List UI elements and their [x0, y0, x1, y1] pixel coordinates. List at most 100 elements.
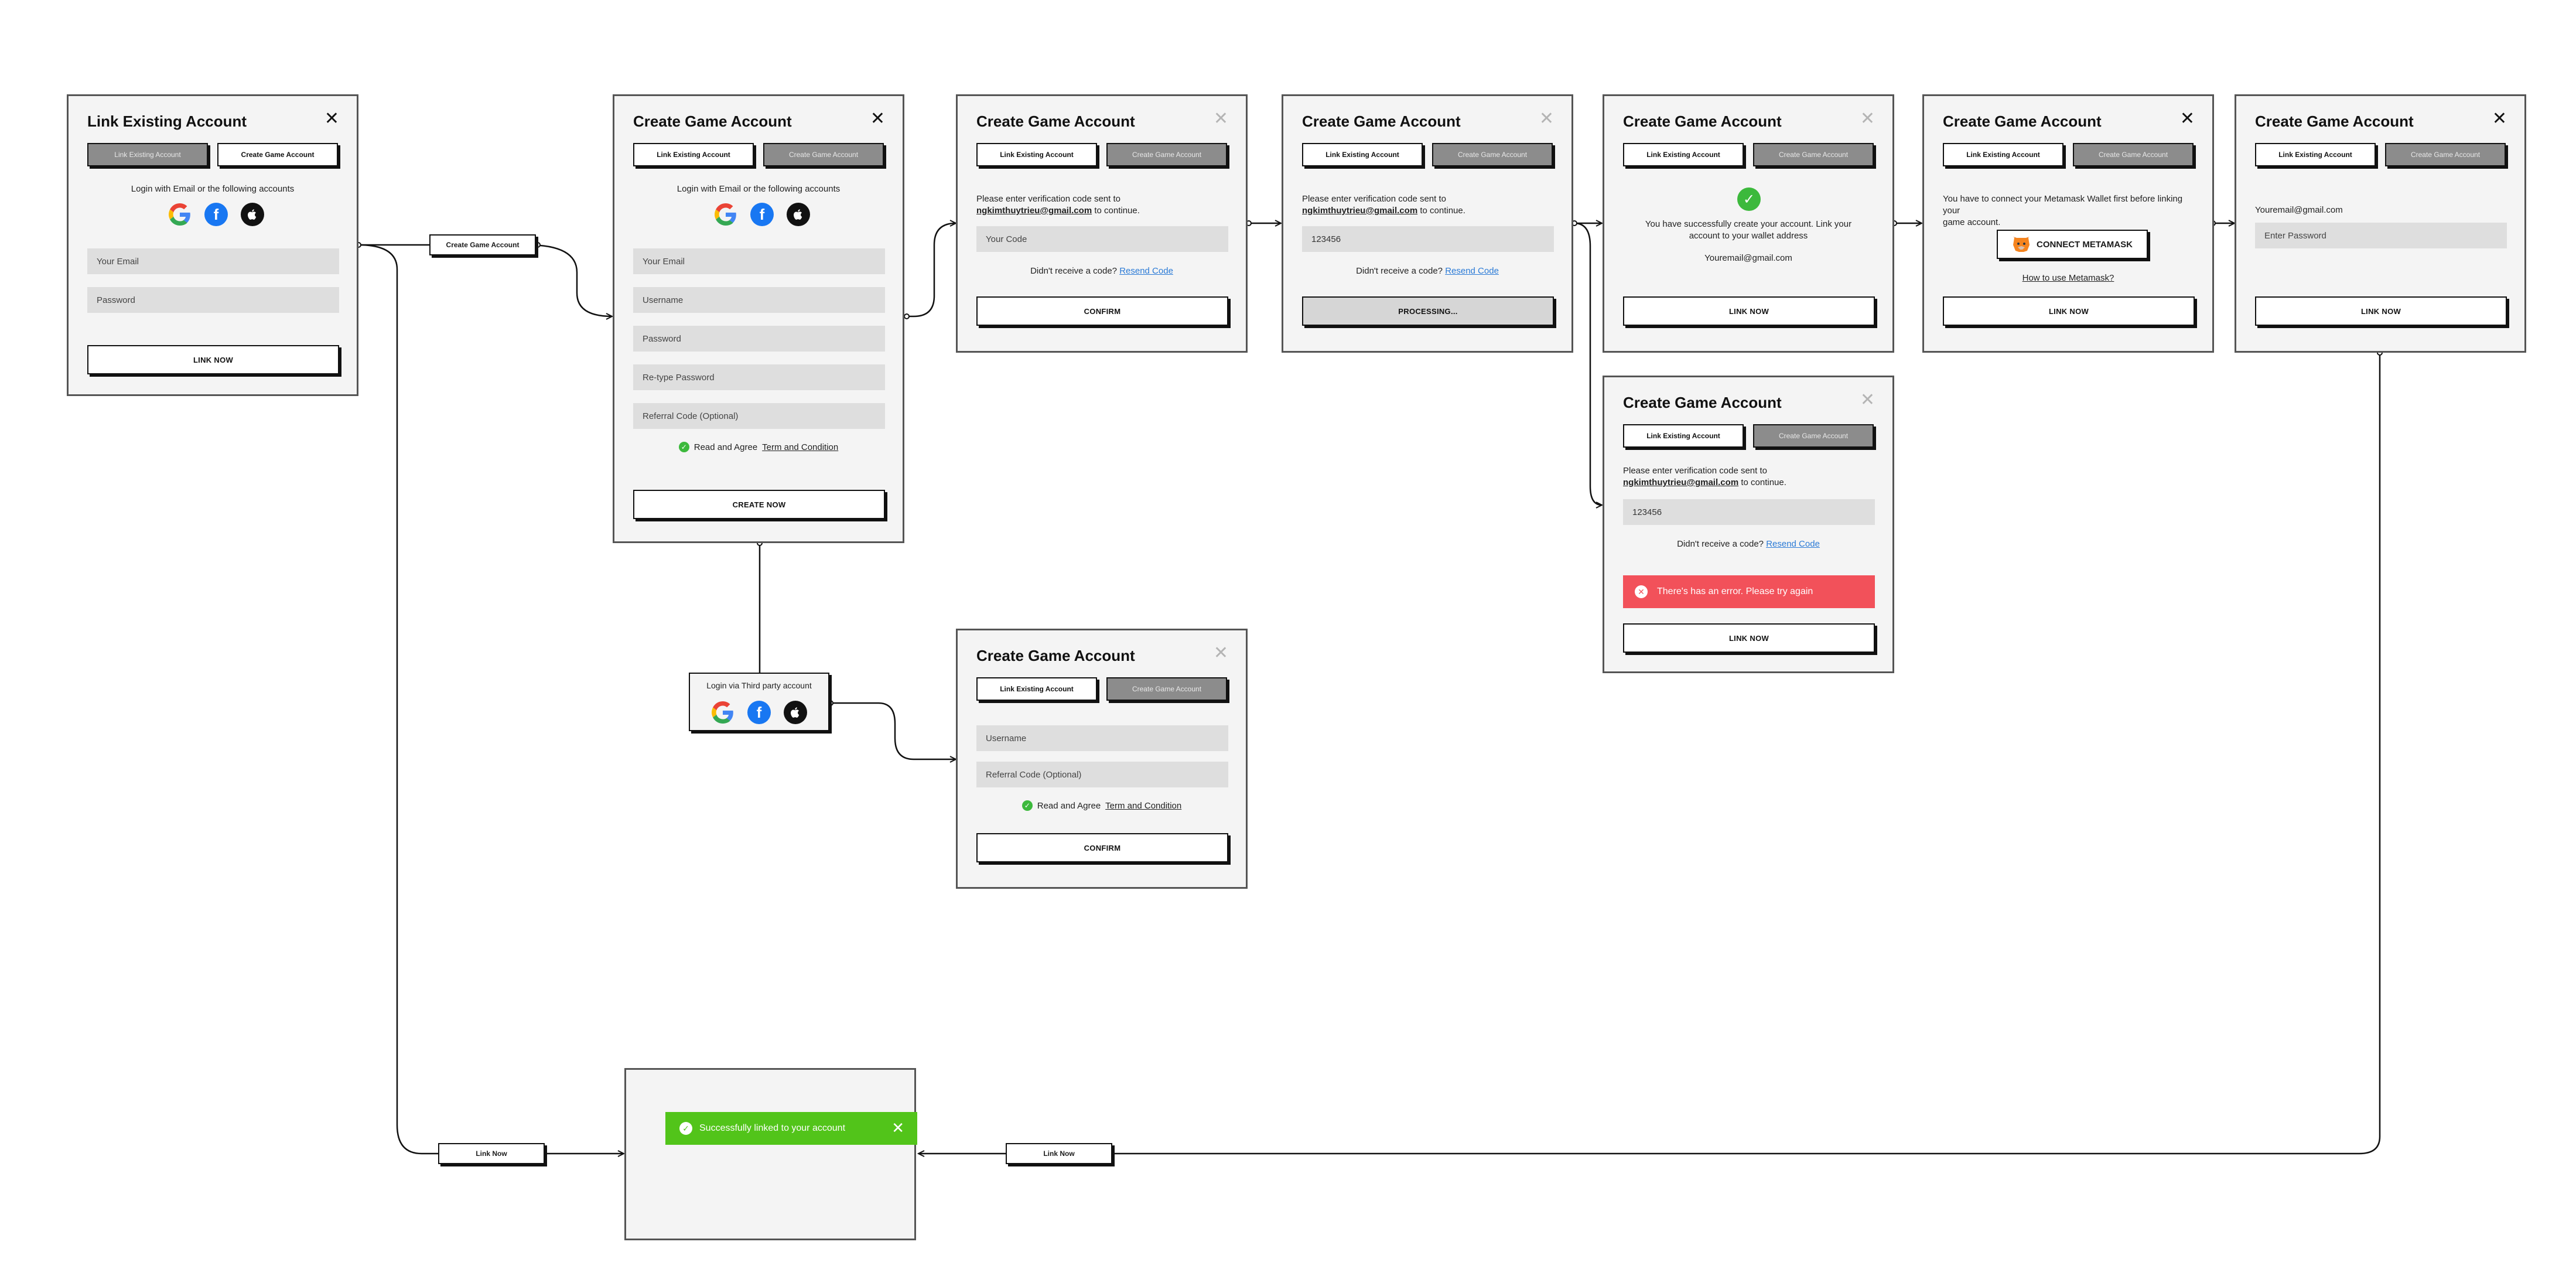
terms-agree[interactable]: ✓ Read and Agree Term and Condition [958, 800, 1246, 811]
dialog-third-party-form: Create Game Account ✕ Link Existing Acco… [956, 629, 1248, 889]
code-field[interactable] [976, 226, 1228, 252]
dialog-enter-password: Create Game Account ✕ Link Existing Acco… [2235, 94, 2526, 353]
link-now-button[interactable]: LINK NOW [2255, 296, 2507, 326]
dialog-title: Create Game Account [976, 647, 1135, 664]
read-agree-text: Read and Agree [1037, 800, 1101, 811]
username-field[interactable] [633, 287, 885, 313]
tab-create-game[interactable]: Create Game Account [763, 143, 884, 166]
terms-agree[interactable]: ✓ Read and Agree Term and Condition [614, 442, 903, 452]
tab-bar: Link Existing Account Create Game Accoun… [633, 143, 885, 168]
tab-bar: Link Existing Account Create Game Accoun… [1623, 424, 1875, 449]
close-icon[interactable]: ✕ [870, 109, 885, 128]
dialog-title: Create Game Account [976, 112, 1135, 130]
confirm-button[interactable]: CONFIRM [976, 833, 1228, 862]
close-icon[interactable]: ✕ [891, 1119, 904, 1137]
how-to-metamask-link[interactable]: How to use Metamask? [2022, 273, 2114, 283]
login-with-text: Login with Email or the following accoun… [677, 184, 841, 194]
tab-create-game[interactable]: Create Game Account [1432, 143, 1553, 166]
close-icon[interactable]: ✕ [1539, 109, 1554, 128]
apple-icon[interactable] [787, 203, 810, 226]
tab-create-game[interactable]: Create Game Account [2385, 143, 2506, 166]
link-now-button[interactable]: LINK NOW [1623, 296, 1875, 326]
google-icon[interactable] [711, 701, 734, 724]
verify-instructions: Please enter verification code sent to n… [976, 194, 1140, 216]
password-field[interactable] [633, 326, 885, 352]
connector-link-to-toast [358, 244, 624, 1154]
tab-link-existing[interactable]: Link Existing Account [1302, 143, 1423, 166]
tab-link-existing[interactable]: Link Existing Account [87, 143, 208, 166]
referral-code-field[interactable] [633, 403, 885, 429]
apple-icon[interactable] [241, 203, 264, 226]
tab-bar: Link Existing Account Create Game Accoun… [87, 143, 339, 168]
panel-link-success: ✓ Successfully linked to your account ✕ [624, 1068, 917, 1240]
confirm-button[interactable]: CONFIRM [976, 296, 1228, 326]
email-field[interactable] [633, 248, 885, 274]
tab-link-existing[interactable]: Link Existing Account [1623, 424, 1744, 448]
error-icon: ✕ [1635, 585, 1648, 598]
link-now-button[interactable]: LINK NOW [87, 345, 339, 374]
code-field[interactable] [1302, 226, 1554, 252]
resend-code-link[interactable]: Resend Code [1766, 539, 1820, 549]
tab-create-game[interactable]: Create Game Account [2073, 143, 2194, 166]
close-icon[interactable]: ✕ [2179, 109, 2195, 128]
terms-link[interactable]: Term and Condition [762, 442, 839, 452]
create-now-button[interactable]: CREATE NOW [633, 490, 885, 519]
dialog-title: Create Game Account [2255, 112, 2414, 130]
terms-link[interactable]: Term and Condition [1105, 800, 1182, 811]
code-field[interactable] [1623, 499, 1875, 525]
password-field[interactable] [87, 287, 339, 313]
password-field[interactable] [2255, 223, 2507, 248]
dialog-processing: Create Game Account ✕ Link Existing Acco… [1282, 94, 1573, 353]
facebook-icon[interactable]: f [750, 203, 774, 226]
close-icon[interactable]: ✕ [1860, 109, 1875, 128]
dialog-title: Link Existing Account [87, 112, 247, 130]
resend-row: Didn't receive a code? Resend Code [1677, 539, 1820, 549]
apple-icon[interactable] [784, 701, 807, 724]
toast-message: Successfully linked to your account [699, 1123, 846, 1133]
username-field[interactable] [976, 725, 1228, 751]
facebook-icon[interactable]: f [204, 203, 228, 226]
tab-link-existing[interactable]: Link Existing Account [976, 677, 1097, 701]
connect-metamask-button[interactable]: CONNECT METAMASK [1997, 230, 2148, 259]
tab-create-game[interactable]: Create Game Account [1753, 143, 1874, 166]
email-field[interactable] [87, 248, 339, 274]
referral-code-field[interactable] [976, 762, 1228, 787]
tab-link-existing[interactable]: Link Existing Account [1943, 143, 2063, 166]
google-icon[interactable] [714, 203, 737, 226]
account-email: Youremail@gmail.com [1704, 253, 1792, 263]
link-now-button[interactable]: LINK NOW [1943, 296, 2195, 326]
close-icon[interactable]: ✕ [1860, 390, 1875, 410]
flow-label-link-now-left: Link Now [438, 1143, 545, 1164]
close-icon[interactable]: ✕ [1213, 643, 1228, 663]
metamask-instructions: You have to connect your Metamask Wallet… [1943, 194, 2183, 227]
resend-code-link[interactable]: Resend Code [1119, 266, 1173, 276]
resend-code-link[interactable]: Resend Code [1445, 266, 1499, 276]
dialog-create-form: Create Game Account ✕ Link Existing Acco… [613, 94, 904, 543]
third-party-login-panel: Login via Third party account f [689, 673, 829, 731]
close-icon[interactable]: ✕ [2492, 109, 2507, 128]
check-icon: ✓ [679, 1122, 692, 1135]
dialog-verify: Create Game Account ✕ Link Existing Acco… [956, 94, 1248, 353]
error-message: There's has an error. Please try again [1657, 586, 1813, 596]
resend-row: Didn't receive a code? Resend Code [1030, 266, 1173, 276]
tab-link-existing[interactable]: Link Existing Account [976, 143, 1097, 166]
tab-create-game[interactable]: Create Game Account [1753, 424, 1874, 448]
tab-link-existing[interactable]: Link Existing Account [1623, 143, 1744, 166]
social-login-row: f [714, 203, 810, 226]
tab-link-existing[interactable]: Link Existing Account [633, 143, 754, 166]
google-icon[interactable] [168, 203, 192, 226]
tab-create-game[interactable]: Create Game Account [1106, 143, 1227, 166]
connector-processing-to-error [1574, 222, 1602, 505]
success-check-icon: ✓ [1737, 187, 1761, 211]
tab-bar: Link Existing Account Create Game Accoun… [1302, 143, 1554, 168]
tab-link-existing[interactable]: Link Existing Account [2255, 143, 2376, 166]
tab-create-game[interactable]: Create Game Account [217, 143, 338, 166]
facebook-icon[interactable]: f [747, 701, 771, 724]
link-now-button[interactable]: LINK NOW [1623, 623, 1875, 653]
tab-create-game[interactable]: Create Game Account [1106, 677, 1227, 701]
connector-create-to-verify [907, 223, 956, 318]
retype-password-field[interactable] [633, 364, 885, 390]
dialog-title: Create Game Account [1623, 394, 1782, 411]
close-icon[interactable]: ✕ [324, 109, 339, 128]
close-icon[interactable]: ✕ [1213, 109, 1228, 128]
